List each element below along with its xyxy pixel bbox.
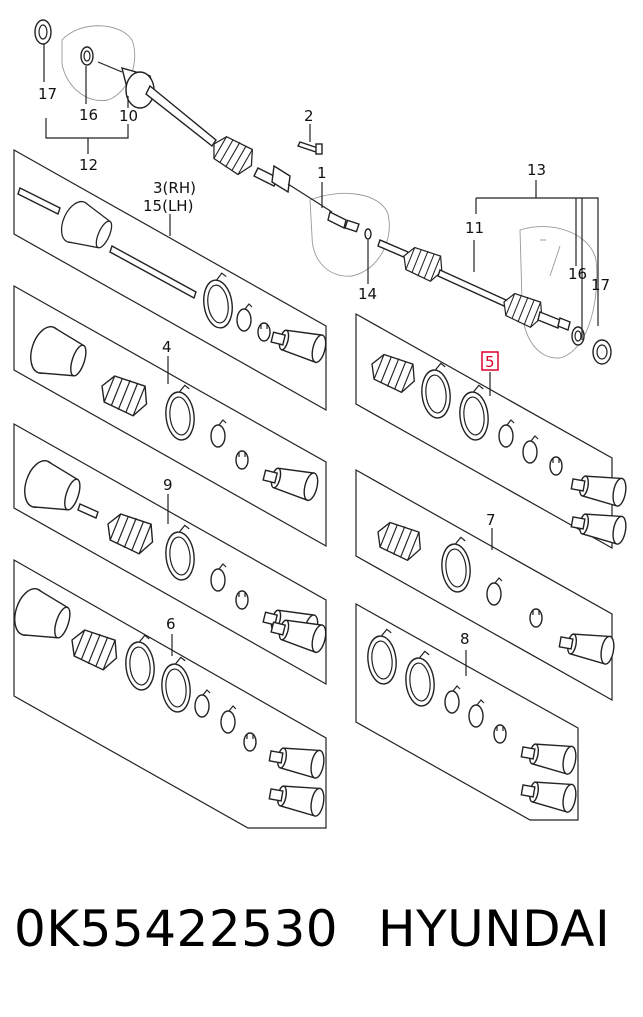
panel-part-5 [355, 312, 629, 550]
callout-7: 7 [486, 511, 496, 529]
panel-part-3-15 [13, 148, 329, 412]
callout-8: 8 [460, 630, 470, 648]
callout-3-rh: 3(RH) [153, 179, 196, 197]
callout-17-left: 17 [38, 85, 57, 103]
callout-15-lh: 15(LH) [143, 197, 193, 215]
callout-12: 12 [79, 156, 98, 174]
panel-part-7 [355, 468, 617, 702]
callout-9: 9 [163, 476, 173, 494]
exploded-parts-diagram: 17 16 10 12 2 1 3(RH) 15(LH) 13 11 16 17… [8, 19, 629, 829]
part-number: 0K55422530 [14, 900, 339, 958]
callout-5: 5 [485, 353, 495, 371]
drive-shaft-left [97, 61, 333, 213]
panel-part-6 [8, 558, 329, 829]
callout-16-right: 16 [568, 265, 587, 283]
callout-labels: 17 16 10 12 2 1 3(RH) 15(LH) 13 11 16 17… [38, 85, 610, 648]
callout-17-right: 17 [591, 276, 610, 294]
highlight-box-5 [481, 351, 499, 371]
bolt-part-2 [297, 141, 323, 155]
oil-seal-part-17 [34, 19, 52, 45]
callout-6: 6 [166, 615, 176, 633]
top-assembly [34, 19, 612, 365]
drive-shaft-center [327, 210, 372, 240]
panel-part-8 [355, 602, 579, 821]
callout-1: 1 [317, 164, 327, 182]
caption-bar: 0K55422530 HYUNDAI [0, 900, 643, 980]
oil-seal-part-17-right [592, 339, 612, 365]
brand-name: HYUNDAI [378, 900, 611, 958]
panel-part-4 [13, 284, 327, 548]
panel-part-9 [13, 422, 327, 686]
callout-11: 11 [465, 219, 484, 237]
callout-13: 13 [527, 161, 546, 179]
callout-4: 4 [162, 338, 172, 356]
callout-16-left: 16 [79, 106, 98, 124]
drive-shaft-right [377, 239, 571, 331]
callout-2: 2 [304, 107, 314, 125]
ring-part-16-right [571, 326, 585, 346]
callout-14: 14 [358, 285, 377, 303]
ring-part-16 [80, 46, 94, 66]
callout-10: 10 [119, 107, 138, 125]
